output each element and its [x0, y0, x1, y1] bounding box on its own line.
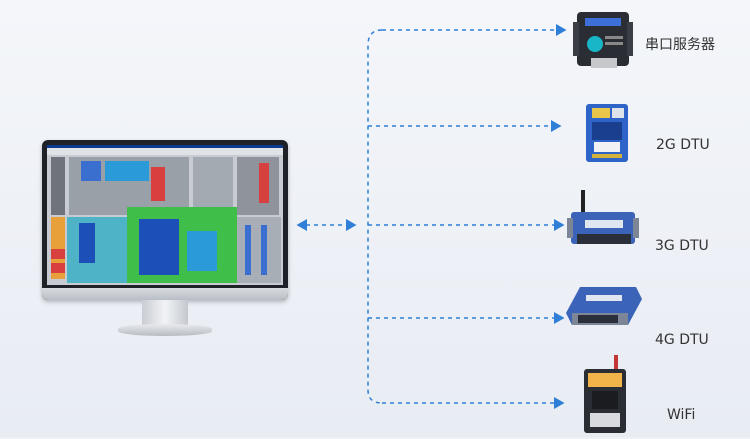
device-label-serial-server: 串口服务器	[645, 37, 715, 53]
device-label-wifi: WiFi	[667, 407, 696, 423]
router-antenna-icon	[567, 190, 639, 258]
monitor-bezel	[42, 140, 288, 300]
serial-server-icon	[573, 10, 635, 76]
monitor-base	[118, 324, 212, 336]
router-icon	[566, 285, 642, 337]
dtu-module-icon	[584, 102, 630, 168]
monitor-chin	[42, 288, 288, 300]
device-label-2g-dtu: 2G DTU	[656, 137, 710, 153]
scada-graphic	[47, 145, 283, 283]
monitor-stand	[142, 300, 188, 326]
scada-screen	[47, 145, 283, 285]
wifi-router-icon	[582, 355, 628, 439]
link-trunk	[367, 29, 383, 404]
device-label-4g-dtu: 4G DTU	[655, 332, 709, 348]
monitor	[42, 140, 288, 342]
device-label-3g-dtu: 3G DTU	[655, 238, 709, 254]
